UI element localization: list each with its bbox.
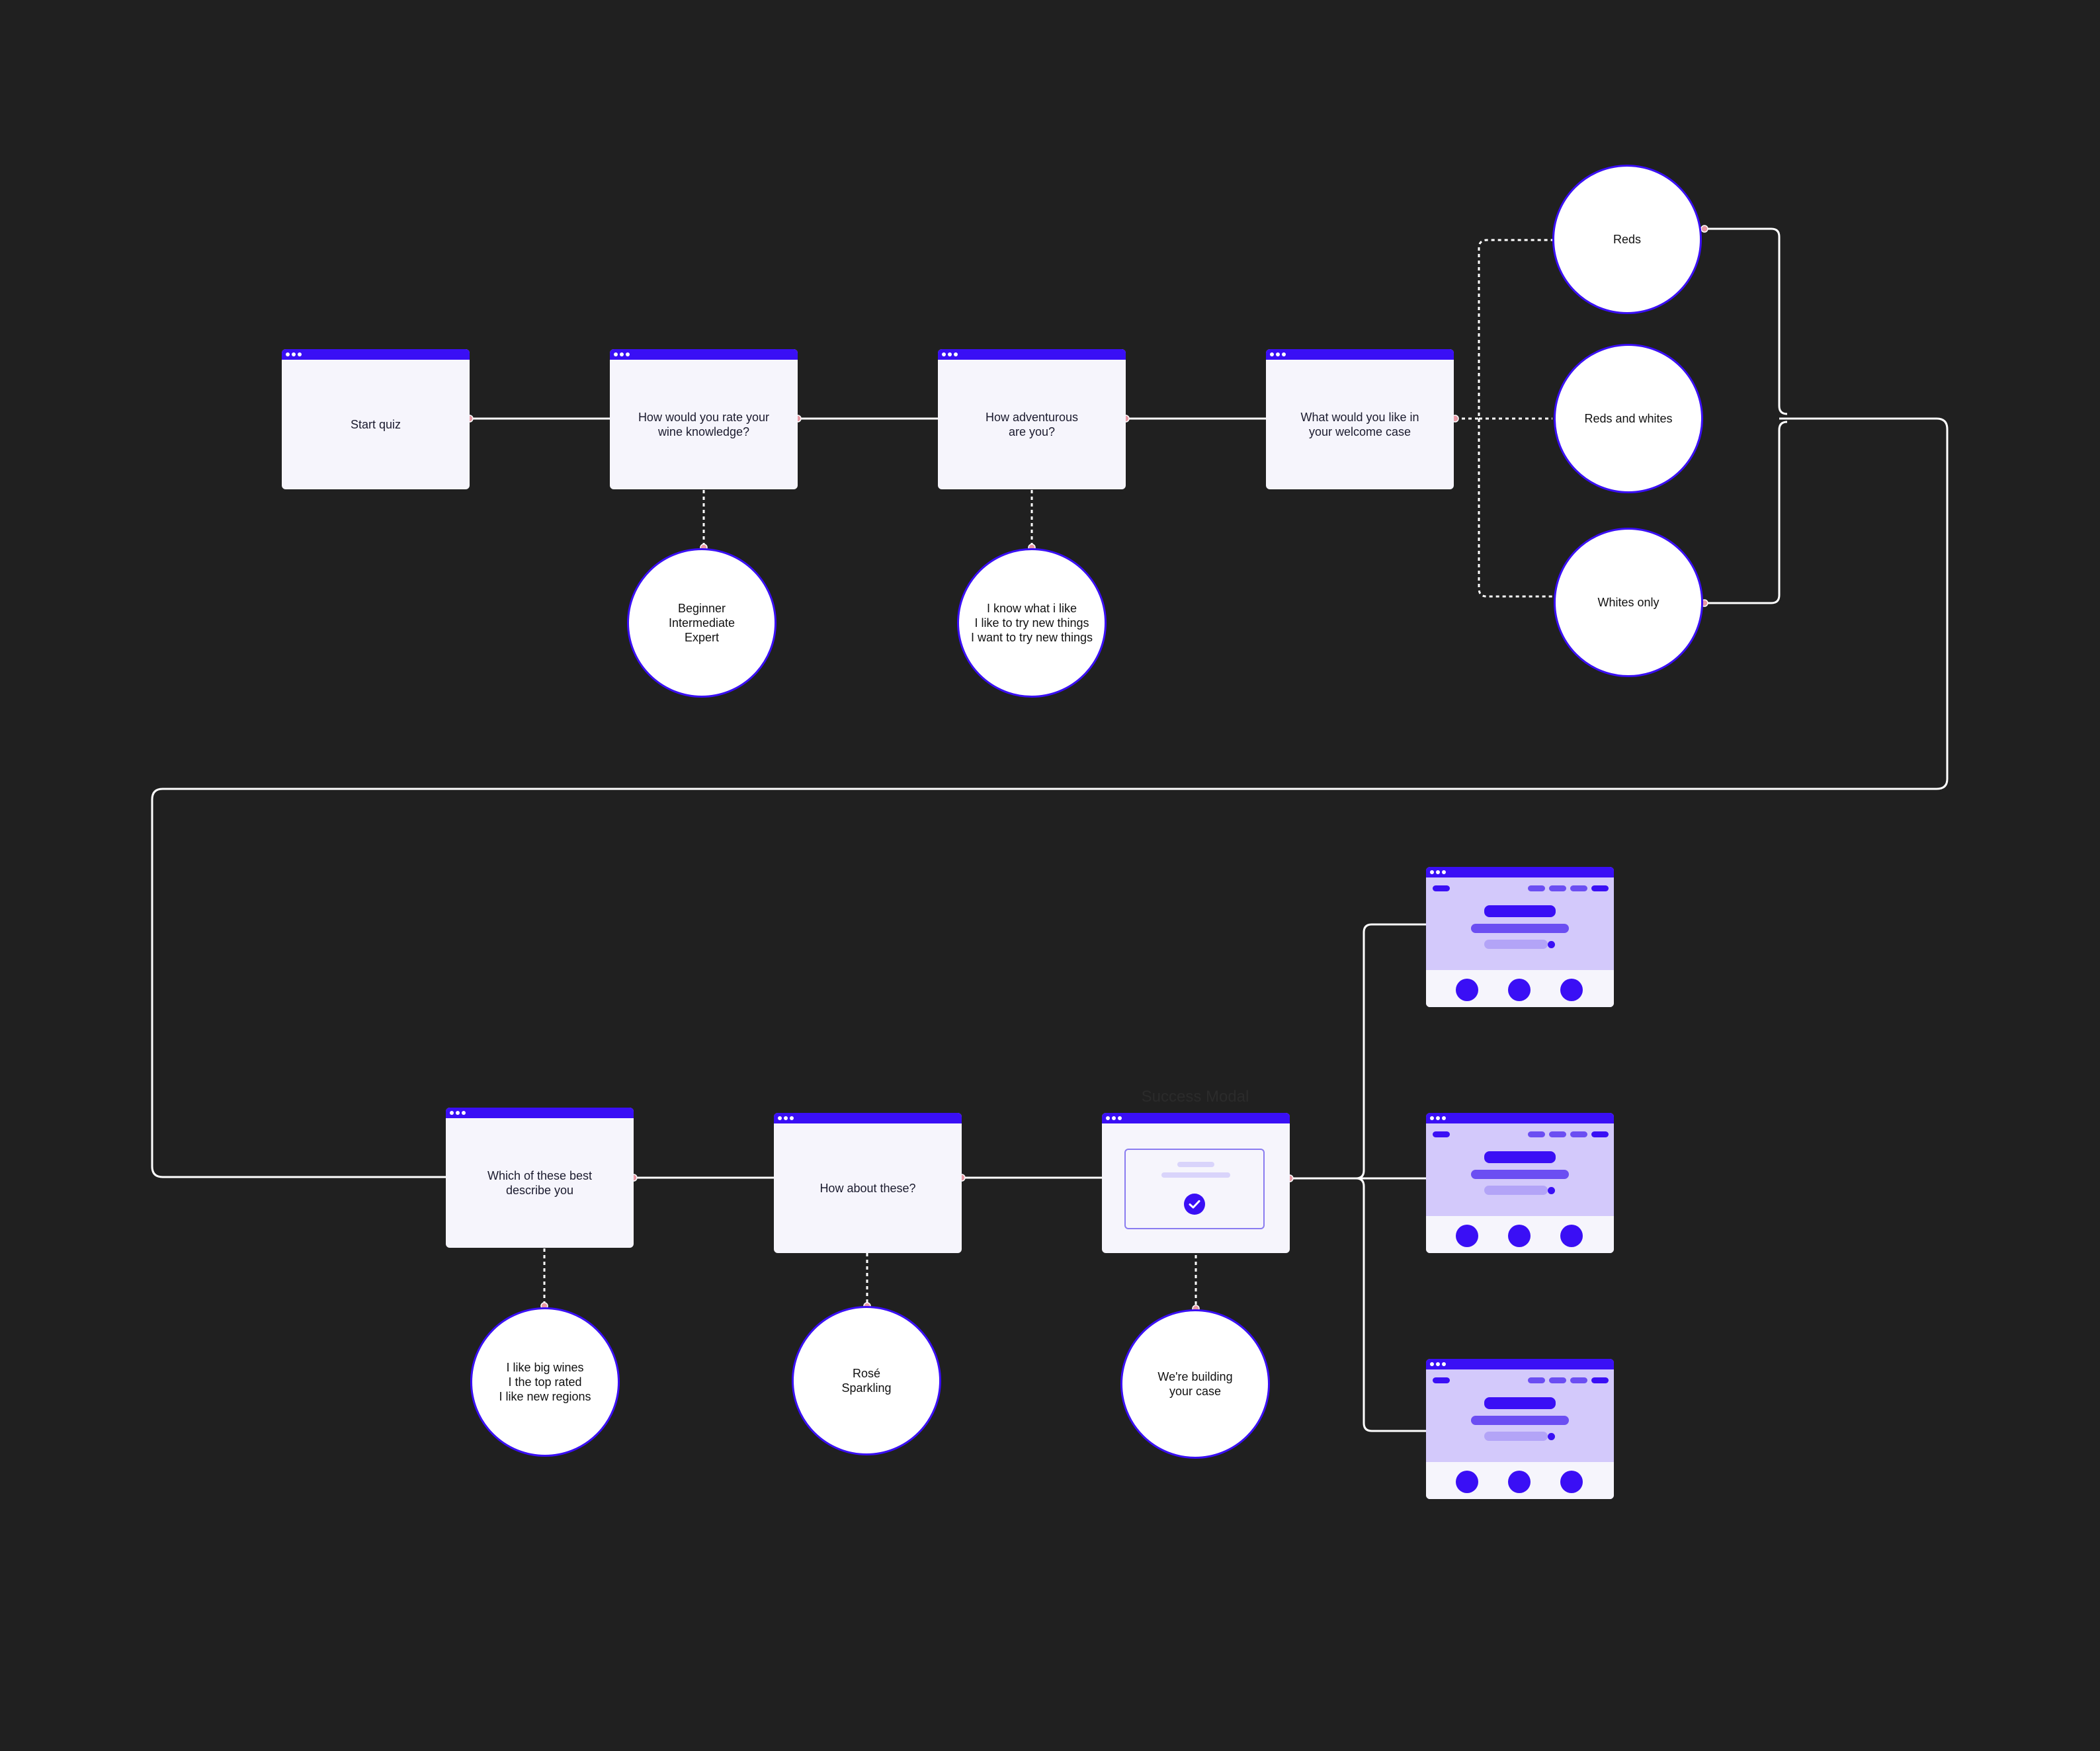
screen-adventurous: How adventurous are you? (938, 349, 1126, 489)
window-titlebar (446, 1108, 634, 1118)
answer-reds: Reds (1552, 165, 1702, 314)
answer-building-case: We're building your case (1120, 1309, 1270, 1459)
connector-reds-merge (1704, 227, 1788, 415)
screen-label: What would you like in your welcome case (1300, 411, 1419, 438)
screen-wine-knowledge: How would you rate your wine knowledge? (610, 349, 798, 489)
window-titlebar (610, 349, 798, 360)
answer-how-about: Rosé Sparkling (792, 1306, 941, 1455)
screen-welcome-case: What would you like in your welcome case (1266, 349, 1454, 489)
screen-label: How would you rate your wine knowledge? (638, 411, 770, 438)
modal-text-placeholder (1177, 1162, 1214, 1167)
window-titlebar (1102, 1113, 1290, 1123)
connector-result-3 (1355, 1177, 1426, 1432)
window-titlebar (1266, 349, 1454, 360)
window-titlebar (1426, 1113, 1614, 1123)
window-titlebar (1426, 867, 1614, 877)
success-modal-label: Success Modal (1141, 1088, 1249, 1106)
screen-label: How adventurous are you? (985, 411, 1079, 438)
screen-how-about-these: How about these? (774, 1113, 962, 1253)
window-titlebar (282, 349, 470, 360)
answer-knowledge: Beginner Intermediate Expert (627, 548, 777, 698)
screen-label: How about these? (819, 1182, 916, 1195)
screen-label: Which of these best describe you (487, 1169, 593, 1197)
screen-success-modal (1102, 1113, 1290, 1253)
dotted-welcome-reds (1455, 239, 1552, 420)
result-page-3 (1426, 1359, 1614, 1499)
modal-text-placeholder (1161, 1172, 1230, 1178)
window-titlebar (774, 1113, 962, 1123)
screen-start-quiz: Start quiz (282, 349, 470, 489)
port (1701, 225, 1708, 233)
window-titlebar (1426, 1359, 1614, 1369)
connector-whites-merge (1704, 421, 1788, 604)
screen-describe-you: Which of these best describe you (446, 1108, 634, 1248)
window-titlebar (938, 349, 1126, 360)
result-page-1 (1426, 867, 1614, 1007)
screen-label: Start quiz (350, 418, 401, 431)
answer-reds-and-whites: Reds and whites (1554, 344, 1703, 493)
answer-whites-only: Whites only (1554, 528, 1703, 677)
connector-result-1 (1355, 923, 1426, 1180)
dotted-welcome-whites (1478, 419, 1552, 598)
answer-describe: I like big wines I the top rated I like … (470, 1307, 620, 1457)
success-modal (1124, 1149, 1265, 1229)
check-circle-icon (1184, 1194, 1205, 1215)
connector-loop (151, 417, 1949, 1178)
result-page-2 (1426, 1113, 1614, 1253)
answer-adventurous: I know what i like I like to try new thi… (957, 548, 1107, 698)
